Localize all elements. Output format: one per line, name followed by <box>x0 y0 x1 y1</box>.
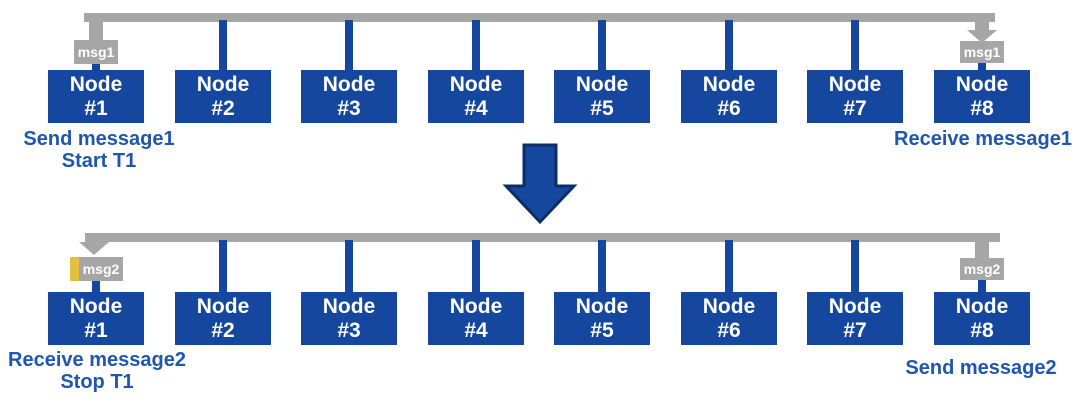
bus-drop-connector <box>975 22 989 31</box>
node-number: #8 <box>970 97 994 120</box>
node-box: Node#1 <box>48 292 144 345</box>
node-number: #2 <box>211 319 235 342</box>
caption-send-message1: Send message1 Start T1 <box>0 128 204 172</box>
node-stem <box>472 20 480 72</box>
node-number: #1 <box>84 319 108 342</box>
node-stem <box>725 20 733 72</box>
node-box: Node#4 <box>428 70 524 123</box>
node-number: #2 <box>211 97 235 120</box>
node-number: #7 <box>843 97 867 120</box>
node-label: Node <box>575 73 629 96</box>
node-label: Node <box>449 295 503 318</box>
node-stem <box>92 60 100 72</box>
node-box: Node#5 <box>554 70 650 123</box>
node-label: Node <box>702 73 756 96</box>
caption-line: Stop T1 <box>60 371 134 393</box>
node-label: Node <box>196 295 250 318</box>
node-stem <box>598 240 606 294</box>
node-stem <box>472 240 480 294</box>
caption-line: Send message2 <box>905 357 1057 379</box>
down-arrow-icon <box>502 143 578 225</box>
highlight-marker <box>70 257 79 281</box>
bus-drop-connector <box>89 13 103 42</box>
node-number: #8 <box>970 319 994 342</box>
node-stem <box>851 20 859 72</box>
message-label: msg1 <box>960 41 1004 63</box>
node-box: Node#3 <box>301 70 397 123</box>
node-stem <box>851 240 859 294</box>
node-stem <box>219 20 227 72</box>
bus-drop-connector <box>975 233 989 259</box>
node-number: #5 <box>590 319 614 342</box>
node-label: Node <box>322 73 376 96</box>
node-box: Node#3 <box>301 292 397 345</box>
node-box: Node#8 <box>934 292 1030 345</box>
node-label: Node <box>575 295 629 318</box>
node-number: #3 <box>337 97 361 120</box>
node-box: Node#6 <box>681 70 777 123</box>
node-box: Node#7 <box>807 292 903 345</box>
node-label: Node <box>196 73 250 96</box>
bus-arrowhead-icon <box>967 30 997 43</box>
node-label: Node <box>69 73 123 96</box>
node-label: Node <box>322 295 376 318</box>
node-box: Node#8 <box>934 70 1030 123</box>
node-box: Node#7 <box>807 70 903 123</box>
node-stem <box>219 240 227 294</box>
node-stem <box>92 278 100 294</box>
node-number: #6 <box>717 319 741 342</box>
node-box: Node#2 <box>175 70 271 123</box>
node-stem <box>725 240 733 294</box>
message-label: msg2 <box>79 257 123 281</box>
message-label-group: msg2 <box>70 257 123 281</box>
node-label: Node <box>702 295 756 318</box>
node-number: #4 <box>464 319 488 342</box>
node-box: Node#5 <box>554 292 650 345</box>
node-number: #5 <box>590 97 614 120</box>
node-label: Node <box>449 73 503 96</box>
node-stem <box>978 60 986 72</box>
bus-line <box>84 13 995 22</box>
caption-send-message2: Send message2 <box>876 357 1080 379</box>
node-number: #3 <box>337 319 361 342</box>
node-label: Node <box>828 295 882 318</box>
node-box: Node#2 <box>175 292 271 345</box>
node-label: Node <box>955 73 1009 96</box>
node-number: #4 <box>464 97 488 120</box>
node-label: Node <box>69 295 123 318</box>
caption-receive-message2: Receive message2 Stop T1 <box>0 349 202 393</box>
message-label: msg2 <box>960 258 1004 280</box>
bus-arrowhead-icon <box>79 242 109 255</box>
caption-line: Receive message2 <box>8 349 186 371</box>
node-stem <box>598 20 606 72</box>
node-box: Node#6 <box>681 292 777 345</box>
node-number: #7 <box>843 319 867 342</box>
caption-receive-message1: Receive message1 <box>878 128 1080 150</box>
node-box: Node#4 <box>428 292 524 345</box>
bus-line <box>85 233 1000 242</box>
caption-line: Send message1 <box>23 128 175 150</box>
caption-line: Receive message1 <box>894 128 1072 150</box>
node-stem <box>978 277 986 294</box>
node-box: Node#1 <box>48 70 144 123</box>
node-stem <box>345 20 353 72</box>
node-stem <box>345 240 353 294</box>
caption-line: Start T1 <box>61 150 137 172</box>
message-label: msg1 <box>74 40 118 64</box>
node-number: #6 <box>717 97 741 120</box>
node-number: #1 <box>84 97 108 120</box>
node-label: Node <box>828 73 882 96</box>
node-label: Node <box>955 295 1009 318</box>
